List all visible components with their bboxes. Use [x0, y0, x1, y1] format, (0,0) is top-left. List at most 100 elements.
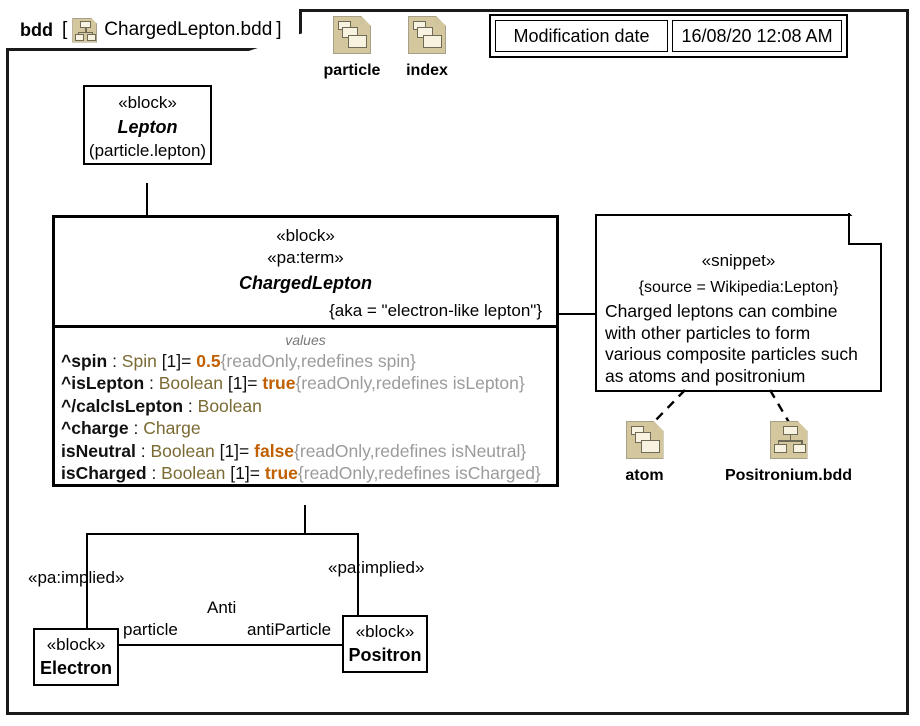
package-icon [625, 421, 664, 459]
generalization-crossbar [86, 533, 358, 535]
value-property-multiplicity: [1] [156, 350, 182, 371]
edge-label-positron-stereotype: «pa:implied» [328, 558, 425, 577]
diagram-kind-label: bdd [20, 19, 53, 40]
value-property-constraints: {readOnly,redefines isLepton} [295, 373, 525, 394]
association-end-particle: particle [123, 620, 178, 639]
desktop-icon-label: particle [323, 62, 381, 79]
value-property-name: isNeutral [61, 440, 136, 461]
value-property-type: Spin [121, 350, 157, 371]
note-snippet[interactable]: «snippet» {source = Wikipedia:Lepton} Ch… [595, 214, 882, 392]
diagram-header-tab [6, 9, 302, 51]
value-property-type: Boolean [197, 395, 262, 416]
note-body: Charged leptons can combine with other p… [597, 297, 880, 387]
value-property-row[interactable]: ^isLepton : Boolean [1]= true{readOnly,r… [55, 372, 556, 394]
value-property-row[interactable]: ^charge : Charge [55, 417, 556, 439]
note-stereotype: «snippet» [701, 251, 776, 270]
value-property-name: isCharged [61, 463, 147, 484]
block-lepton[interactable]: «block» Lepton (particle.lepton) [83, 85, 212, 165]
block-lepton-stereotype: «block» [118, 93, 177, 112]
diagram-name-label: ChargedLepton.bdd [104, 19, 273, 40]
package-icon [333, 16, 371, 54]
note-ref-label: Positronium.bdd [724, 467, 853, 484]
value-property-row[interactable]: isCharged : Boolean [1]= true{readOnly,r… [55, 462, 556, 484]
block-charged-lepton-stereotype-1: «block» [276, 226, 335, 245]
block-charged-lepton-aka: {aka = "electron-like lepton"} [329, 301, 542, 321]
generalization-branch-electron [86, 533, 88, 629]
value-property-row[interactable]: ^spin : Spin [1]= 0.5{readOnly,redefines… [55, 350, 556, 372]
value-property-constraints: {readOnly,redefines isNeutral} [294, 440, 527, 461]
values-compartment-title: values [285, 332, 326, 349]
note-ref-atom[interactable]: atom [617, 421, 672, 485]
value-property-default: 0.5 [196, 350, 221, 371]
block-electron-stereotype: «block» [46, 635, 106, 654]
value-property-default: false [254, 440, 295, 461]
block-lepton-name: Lepton [117, 116, 178, 137]
value-property-multiplicity: [1] [222, 373, 248, 394]
desktop-icon-label: index [406, 62, 448, 79]
note-body-line: various composite particles such [605, 344, 858, 365]
value-property-name: ^spin [61, 350, 108, 371]
value-property-default: true [262, 373, 296, 394]
package-icon [408, 16, 446, 54]
value-property-equals: = [247, 373, 263, 394]
value-property-colon: : [183, 395, 198, 416]
bracket-open: [ [62, 19, 68, 40]
block-charged-lepton-name: ChargedLepton [239, 273, 372, 294]
value-property-equals: = [239, 440, 255, 461]
value-property-colon: : [146, 463, 162, 484]
value-property-colon: : [128, 418, 144, 439]
values-compartment: values ^spin : Spin [1]= 0.5{readOnly,re… [55, 328, 556, 489]
modification-date-box: Modification date 16/08/20 12:08 AM [489, 14, 848, 58]
block-positron-stereotype: «block» [355, 622, 415, 641]
value-property-row[interactable]: ^/calcIsLepton : Boolean [55, 395, 556, 417]
note-ref-positronium[interactable]: Positronium.bdd [714, 421, 863, 485]
modification-date-label: Modification date [495, 20, 668, 52]
desktop-icon-index[interactable]: index [396, 16, 458, 80]
note-anchor-line [559, 313, 596, 315]
note-source: {source = Wikipedia:Lepton} [638, 279, 839, 296]
bracket-close: ] [276, 19, 282, 40]
value-property-multiplicity: [1] [225, 463, 250, 484]
value-property-equals: = [181, 350, 197, 371]
note-body-line: as atoms and positronium [605, 365, 806, 386]
value-property-name: ^isLepton [61, 373, 145, 394]
generalization-branch-positron [357, 533, 359, 616]
compartment-divider [55, 325, 556, 329]
note-body-line: with other particles to form [605, 322, 811, 343]
values-list: ^spin : Spin [1]= 0.5{readOnly,redefines… [55, 350, 556, 485]
generalization-line-lepton [146, 183, 148, 216]
value-property-type: Boolean [161, 463, 226, 484]
value-property-type: Boolean [150, 440, 215, 461]
association-line-anti [119, 644, 342, 646]
generalization-line-stem [304, 505, 306, 534]
bdd-tree-icon [769, 421, 808, 459]
note-dogear-icon [848, 213, 882, 245]
value-property-type: Boolean [158, 373, 223, 394]
block-charged-lepton-stereotype-2: «pa:term» [267, 247, 344, 267]
block-positron[interactable]: «block» Positron [342, 615, 428, 673]
bdd-tree-icon [72, 17, 98, 43]
edge-label-electron-stereotype: «pa:implied» [28, 568, 125, 587]
modification-date-value: 16/08/20 12:08 AM [672, 20, 842, 52]
block-positron-name: Positron [348, 644, 422, 665]
value-property-colon: : [144, 373, 159, 394]
note-body-line: Charged leptons can combine [605, 301, 838, 321]
value-property-name: ^charge [61, 418, 129, 439]
block-lepton-qualified-name: (particle.lepton) [88, 141, 207, 161]
block-electron[interactable]: «block» Electron [33, 628, 119, 686]
value-property-name: ^/calcIsLepton [61, 395, 184, 416]
note-leader-lines [651, 389, 792, 425]
value-property-default: true [264, 463, 298, 484]
generalization-arrow-lepton [136, 165, 158, 183]
value-property-row[interactable]: isNeutral : Boolean [1]= false{readOnly,… [55, 440, 556, 462]
value-property-colon: : [135, 440, 151, 461]
desktop-icon-particle[interactable]: particle [319, 16, 385, 80]
association-end-antiparticle: antiParticle [247, 620, 332, 639]
block-charged-lepton[interactable]: «block» «pa:term» ChargedLepton {aka = "… [52, 215, 559, 487]
association-name-anti: Anti [207, 598, 237, 617]
value-property-constraints: {readOnly,redefines spin} [220, 350, 416, 371]
value-property-constraints: {readOnly,redefines isCharged} [297, 463, 541, 484]
value-property-multiplicity: [1] [214, 440, 240, 461]
value-property-type: Charge [143, 418, 201, 439]
